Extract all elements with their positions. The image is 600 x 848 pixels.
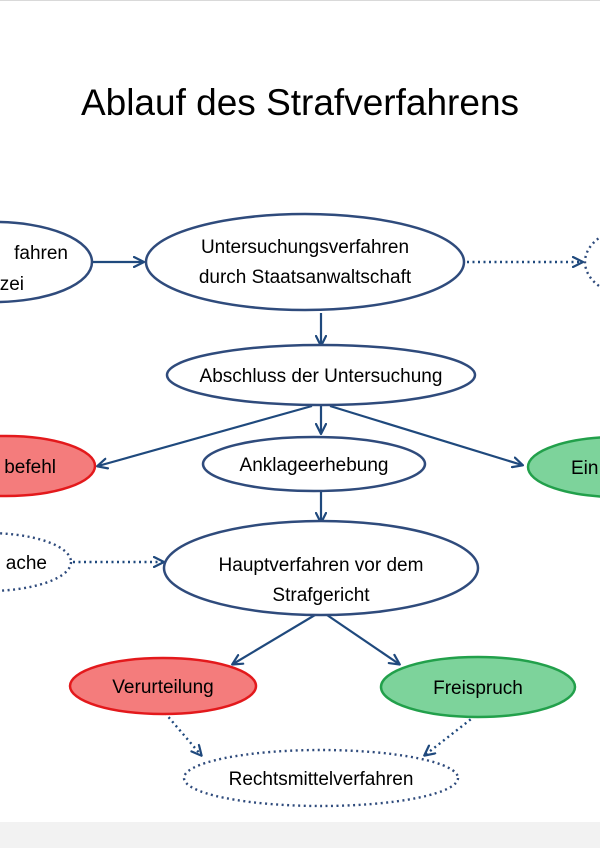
node-abschluss: Abschluss der Untersuchung — [165, 343, 477, 407]
arrows — [93, 262, 522, 664]
node-abschluss-label: Abschluss der Untersuchung — [200, 366, 443, 387]
dotted-arrows — [73, 262, 582, 755]
dotted-arrow-freispruch-to-rechtsmittel — [425, 715, 476, 755]
node-verurteilung: Verurteilung — [68, 656, 258, 716]
node-anklage-shape — [201, 435, 427, 493]
node-untersuchungsverfahren: Untersuchungsverfahren durch Staatsanwal… — [144, 212, 466, 312]
node-strafbefehl-label: befehl — [4, 457, 56, 478]
node-anklage: Anklageerhebung — [201, 435, 427, 493]
node-untersuchungsverfahren-line2: durch Staatsanwaltschaft — [199, 267, 412, 288]
node-verurteilung-shape — [68, 656, 258, 716]
node-abschluss-shape — [165, 343, 477, 407]
node-freispruch-shape — [379, 655, 577, 719]
node-strafbefehl: befehl — [0, 434, 97, 498]
arrow-abschluss-to-einstellung — [329, 404, 522, 465]
node-sache-label: ache — [6, 553, 47, 574]
node-ermittlungsverfahren-line1: fahren — [14, 243, 68, 264]
node-strafbefehl-shape — [0, 434, 97, 498]
node-right-dotted-partial — [583, 235, 600, 289]
node-rechtsmittel-shape — [182, 748, 460, 808]
node-rechtsmittel-label: Rechtsmittelverfahren — [229, 769, 414, 790]
node-ermittlungsverfahren-line2: zei — [0, 274, 24, 295]
node-sache: ache — [0, 532, 73, 592]
slide-bottom-band — [0, 822, 600, 848]
node-einstellung-shape — [526, 436, 600, 498]
node-freispruch: Freispruch — [379, 655, 577, 719]
arrow-abschluss-to-strafbefehl — [98, 404, 313, 466]
node-untersuchungsverfahren-line1: Untersuchungsverfahren — [201, 237, 409, 258]
node-right-dotted-shape — [583, 235, 600, 289]
node-sache-shape — [0, 532, 73, 592]
slide-top-border — [0, 0, 600, 1]
slide-title: Ablauf des Strafverfahrens — [80, 82, 520, 123]
arrow-hauptverfahren-to-freispruch — [326, 614, 399, 664]
node-hauptverfahren-shape — [162, 519, 480, 617]
node-rechtsmittel: Rechtsmittelverfahren — [182, 748, 460, 808]
node-hauptverfahren-line2: Strafgericht — [272, 585, 370, 606]
dotted-arrow-verurteilung-to-rechtsmittel — [164, 712, 201, 755]
node-untersuchungsverfahren-shape — [144, 212, 466, 312]
arrow-hauptverfahren-to-verurteilung — [233, 614, 316, 664]
node-anklage-label: Anklageerhebung — [240, 455, 389, 476]
node-einstellung-label: Ein — [571, 458, 598, 479]
node-ermittlungsverfahren: fahren zei — [0, 220, 94, 304]
node-einstellung: Ein — [526, 436, 600, 498]
node-hauptverfahren: Hauptverfahren vor dem Strafgericht — [162, 519, 480, 617]
node-freispruch-label: Freispruch — [433, 678, 523, 699]
node-ermittlungsverfahren-shape — [0, 220, 94, 304]
node-hauptverfahren-line1: Hauptverfahren vor dem — [219, 555, 424, 576]
node-verurteilung-label: Verurteilung — [112, 677, 213, 698]
